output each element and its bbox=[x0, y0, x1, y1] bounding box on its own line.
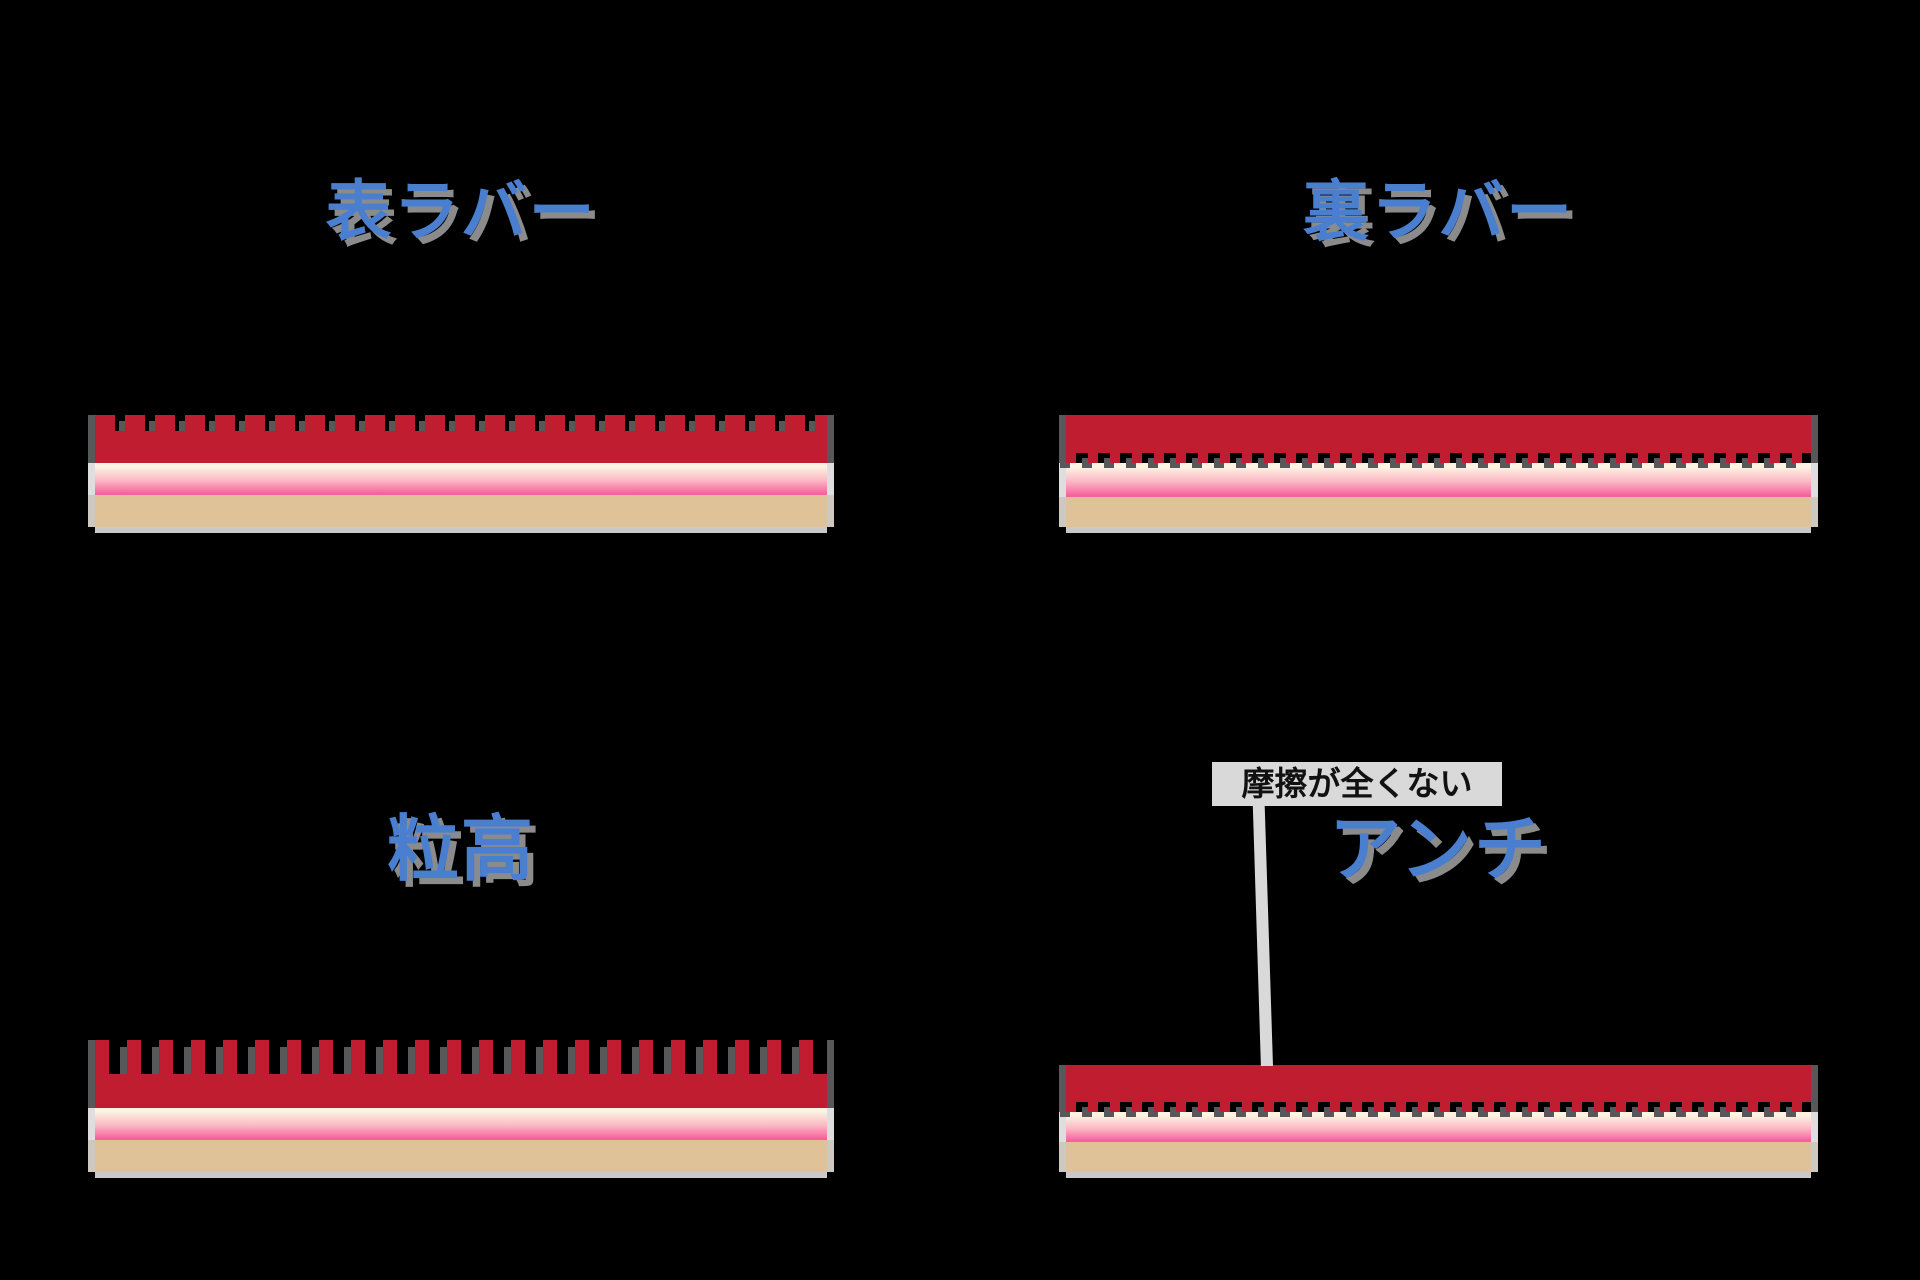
sponge-layer bbox=[1066, 463, 1811, 497]
blade-wood-layer bbox=[1066, 497, 1811, 527]
sponge-layer bbox=[95, 463, 827, 495]
pips-out-rubber-cross-section bbox=[95, 415, 827, 527]
sponge-layer bbox=[95, 1108, 827, 1140]
pips-down-layer bbox=[1066, 1102, 1811, 1112]
topsheet-layer bbox=[95, 431, 827, 463]
panel-title-pips-out-rubber: 表ラバー bbox=[325, 173, 597, 250]
blade-wood-layer bbox=[1066, 1142, 1811, 1172]
blade-wood-layer bbox=[95, 495, 827, 527]
smooth-topsheet-layer bbox=[1066, 415, 1811, 453]
smooth-topsheet-layer bbox=[1066, 1065, 1811, 1102]
sponge-layer bbox=[1066, 1112, 1811, 1142]
pips-down-layer bbox=[1066, 453, 1811, 463]
pips-up-layer bbox=[95, 415, 827, 431]
no-friction-callout-label: 摩擦が全くない bbox=[1212, 762, 1502, 806]
panel-title-long-pips-rubber: 粒高 bbox=[386, 807, 535, 891]
long-pips-rubber-cross-section bbox=[95, 1040, 827, 1172]
anti-spin-rubber-cross-section bbox=[1066, 1065, 1811, 1172]
topsheet-layer bbox=[95, 1074, 827, 1108]
panel-title-anti-spin-rubber: アンチ bbox=[1328, 807, 1549, 891]
inverted-rubber-cross-section bbox=[1066, 415, 1811, 527]
long-pips-up-layer bbox=[95, 1040, 827, 1074]
blade-wood-layer bbox=[95, 1140, 827, 1172]
panel-title-inverted-rubber: 裏ラバー bbox=[1302, 173, 1575, 250]
